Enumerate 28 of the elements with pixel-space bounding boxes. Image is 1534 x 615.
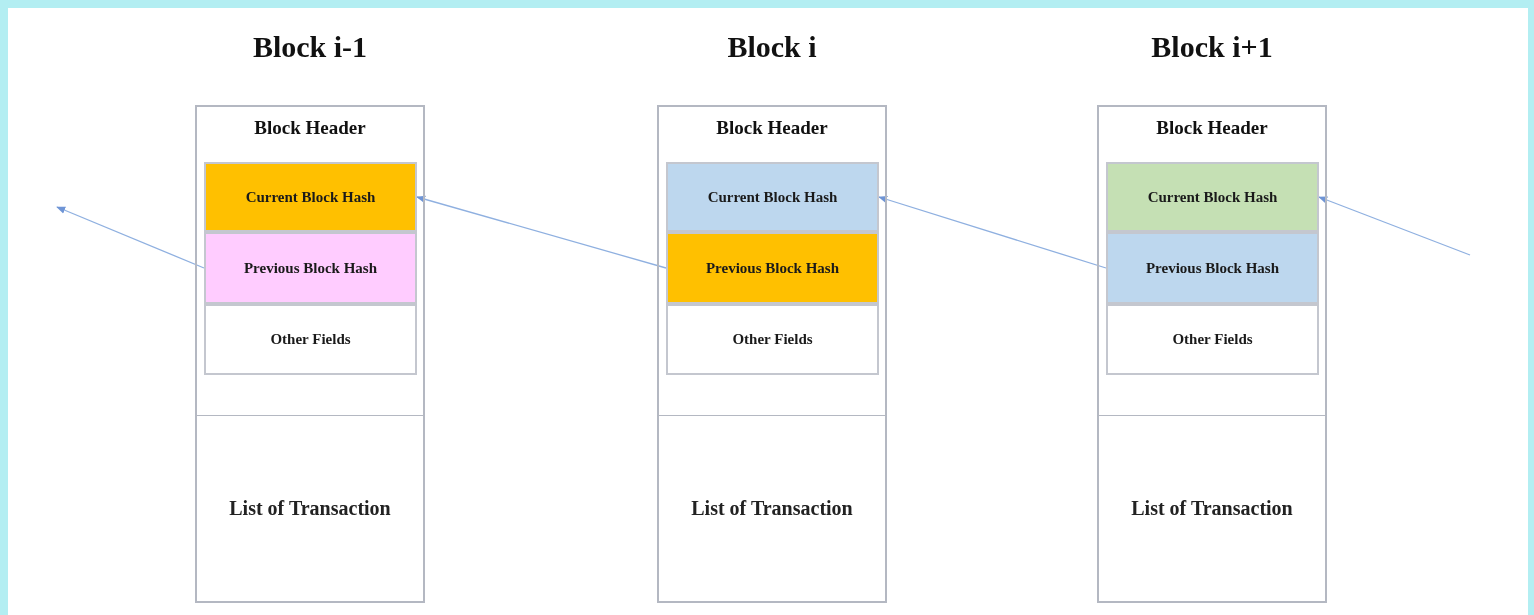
block-header-section bbox=[1097, 105, 1327, 416]
block-header-section bbox=[657, 105, 887, 416]
transaction-list-section bbox=[195, 415, 425, 603]
header-field: Other Fields bbox=[1106, 304, 1319, 375]
header-field: Previous Block Hash bbox=[666, 232, 879, 304]
section-heading: Block Header bbox=[253, 117, 367, 139]
arrow bbox=[56, 206, 205, 269]
block-title: Block i+1 bbox=[1150, 30, 1274, 64]
header-field: Current Block Hash bbox=[204, 162, 417, 232]
header-field: Previous Block Hash bbox=[204, 232, 417, 304]
header-field: Current Block Hash bbox=[666, 162, 879, 232]
section-text: List of Transaction bbox=[1131, 497, 1293, 520]
section-text: List of Transaction bbox=[691, 497, 853, 520]
transaction-list-section bbox=[657, 415, 887, 603]
block-title: Block i-1 bbox=[251, 30, 369, 64]
arrow bbox=[1318, 196, 1471, 256]
transaction-list-section bbox=[1097, 415, 1327, 603]
header-field: Other Fields bbox=[204, 304, 417, 375]
header-field: Current Block Hash bbox=[1106, 162, 1319, 232]
header-field: Other Fields bbox=[666, 304, 879, 375]
arrow bbox=[416, 195, 667, 269]
block-title: Block i bbox=[726, 30, 818, 64]
arrow bbox=[878, 195, 1107, 269]
header-field: Previous Block Hash bbox=[1106, 232, 1319, 304]
section-heading: Block Header bbox=[715, 117, 829, 139]
section-heading: Block Header bbox=[1155, 117, 1269, 139]
block-header-section bbox=[195, 105, 425, 416]
section-text: List of Transaction bbox=[229, 497, 391, 520]
